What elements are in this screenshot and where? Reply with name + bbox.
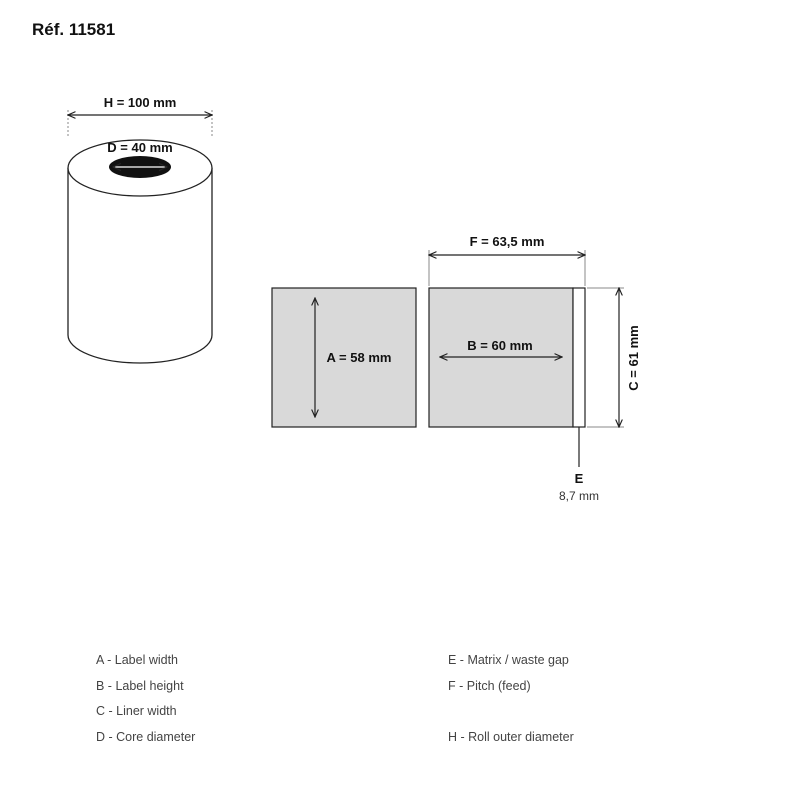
core-dimension-label: D = 40 mm [107,140,172,155]
legend-item-c: C - Liner width [96,704,177,718]
label-a-drawing: A = 58 mm [271,287,417,428]
matrix-gap-strip [572,287,586,428]
pitch-dimension-label: F = 63,5 mm [470,234,545,249]
label-b-dimension-label: B = 60 mm [467,338,532,353]
label-a-dimension-label: A = 58 mm [327,350,392,365]
label-b-drawing: B = 60 mm F = 63,5 mm C = 61 mm E 8,7 mm [429,234,641,503]
legend-item-d: D - Core diameter [96,730,196,744]
legend-item-e: E - Matrix / waste gap [448,653,569,667]
roll-drawing: H = 100 mm D = 40 mm [67,95,213,364]
roll-body [67,168,213,364]
label-a-rect [271,287,417,428]
legend-item-b: B - Label height [96,679,184,693]
legend-item-a: A - Label width [96,653,178,667]
matrix-gap-value: 8,7 mm [559,489,599,503]
legend-item-h: H - Roll outer diameter [448,730,574,744]
liner-dimension-label: C = 61 mm [626,325,641,390]
legend-item-f: F - Pitch (feed) [448,679,531,693]
page-title: Réf. 11581 [32,20,116,39]
outer-dimension-label: H = 100 mm [104,95,177,110]
matrix-gap-letter: E [575,471,584,486]
